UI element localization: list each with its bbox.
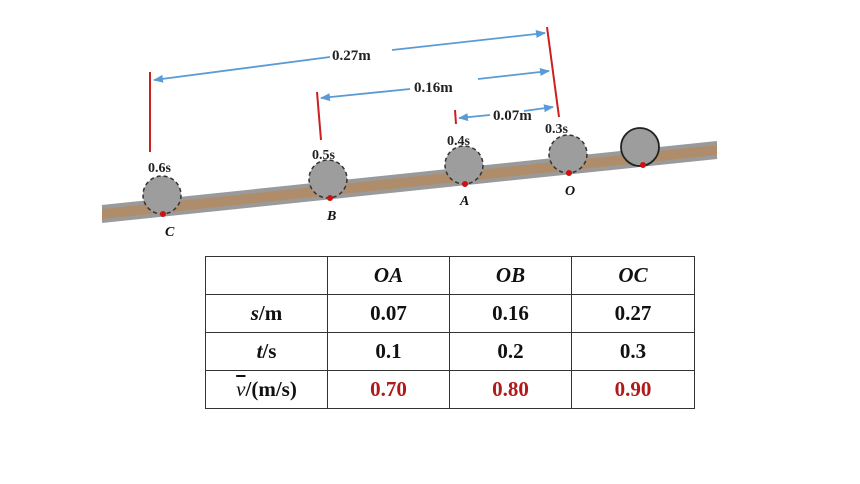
dimension-ticks — [149, 26, 560, 152]
row-label-displacement: s/m — [205, 294, 328, 333]
table-header-cell: OC — [571, 256, 695, 295]
arrow-oc-right — [391, 30, 546, 51]
marker-c — [160, 211, 166, 217]
table-cell: 0.1 — [327, 332, 450, 371]
table-cell: 0.27 — [571, 294, 695, 333]
marker-b — [327, 195, 333, 201]
table-cell: 0.3 — [571, 332, 695, 371]
ball-start — [620, 127, 660, 167]
time-label-o: 0.3s — [545, 122, 569, 137]
ball-b — [308, 159, 348, 199]
table-header-row: OA OB OC — [205, 256, 695, 295]
arrow-oa-left — [458, 113, 491, 122]
time-label-c: 0.6s — [148, 161, 172, 176]
arrow-oc-left — [153, 56, 331, 83]
table-cell-highlight: 0.70 — [327, 370, 450, 409]
row-label-average-velocity: v/(m/s) — [205, 370, 328, 409]
marker-a — [462, 181, 468, 187]
table-cell-highlight: 0.90 — [571, 370, 695, 409]
tick-b — [316, 91, 322, 141]
ball-a — [444, 145, 484, 185]
ball-o — [548, 134, 588, 174]
row-label-time: t/s — [205, 332, 328, 371]
table-header-cell — [205, 256, 328, 295]
table-row: s/m 0.07 0.16 0.27 — [205, 294, 695, 333]
point-label-a: A — [459, 194, 469, 209]
time-label-b: 0.5s — [312, 148, 336, 163]
row-label-unit: /(m/s) — [245, 377, 297, 401]
label-distance-ob: 0.16m — [414, 80, 453, 96]
dimension-arrows — [153, 30, 554, 122]
marker-start — [640, 162, 646, 168]
contact-markers — [160, 162, 646, 217]
time-label-a: 0.4s — [447, 134, 471, 149]
label-distance-oa: 0.07m — [493, 108, 532, 124]
tick-a — [454, 109, 457, 125]
table-cell: 0.2 — [449, 332, 572, 371]
point-label-o: O — [565, 184, 575, 199]
table-header-cell: OA — [327, 256, 450, 295]
table-row: t/s 0.1 0.2 0.3 — [205, 332, 695, 371]
point-label-b: B — [326, 209, 336, 224]
marker-o — [566, 170, 572, 176]
table-cell: 0.07 — [327, 294, 450, 333]
table-cell: 0.16 — [449, 294, 572, 333]
row-label-var: s — [250, 301, 259, 325]
row-label-var: t — [256, 339, 263, 363]
incline-diagram: 0.27m 0.16m 0.07m 0.6s 0.5s 0.4s 0.3s C … — [101, 26, 718, 240]
ball-positions — [142, 127, 660, 215]
arrow-oa-right — [523, 104, 554, 113]
table-cell-highlight: 0.80 — [449, 370, 572, 409]
label-distance-oc: 0.27m — [332, 48, 371, 64]
row-label-unit: /m — [258, 301, 283, 325]
table-header-cell: OB — [449, 256, 572, 295]
ball-c — [142, 175, 182, 215]
velocity-table: OA OB OC s/m 0.07 0.16 0.27 t/s 0.1 0.2 … — [205, 256, 695, 409]
table-row: v/(m/s) 0.70 0.80 0.90 — [205, 370, 695, 409]
tick-o — [546, 26, 560, 118]
row-label-var: v — [236, 377, 246, 401]
arrow-ob-right — [477, 68, 550, 80]
arrow-ob-left — [320, 88, 411, 102]
point-label-c: C — [165, 225, 175, 240]
row-label-unit: /s — [262, 339, 277, 363]
